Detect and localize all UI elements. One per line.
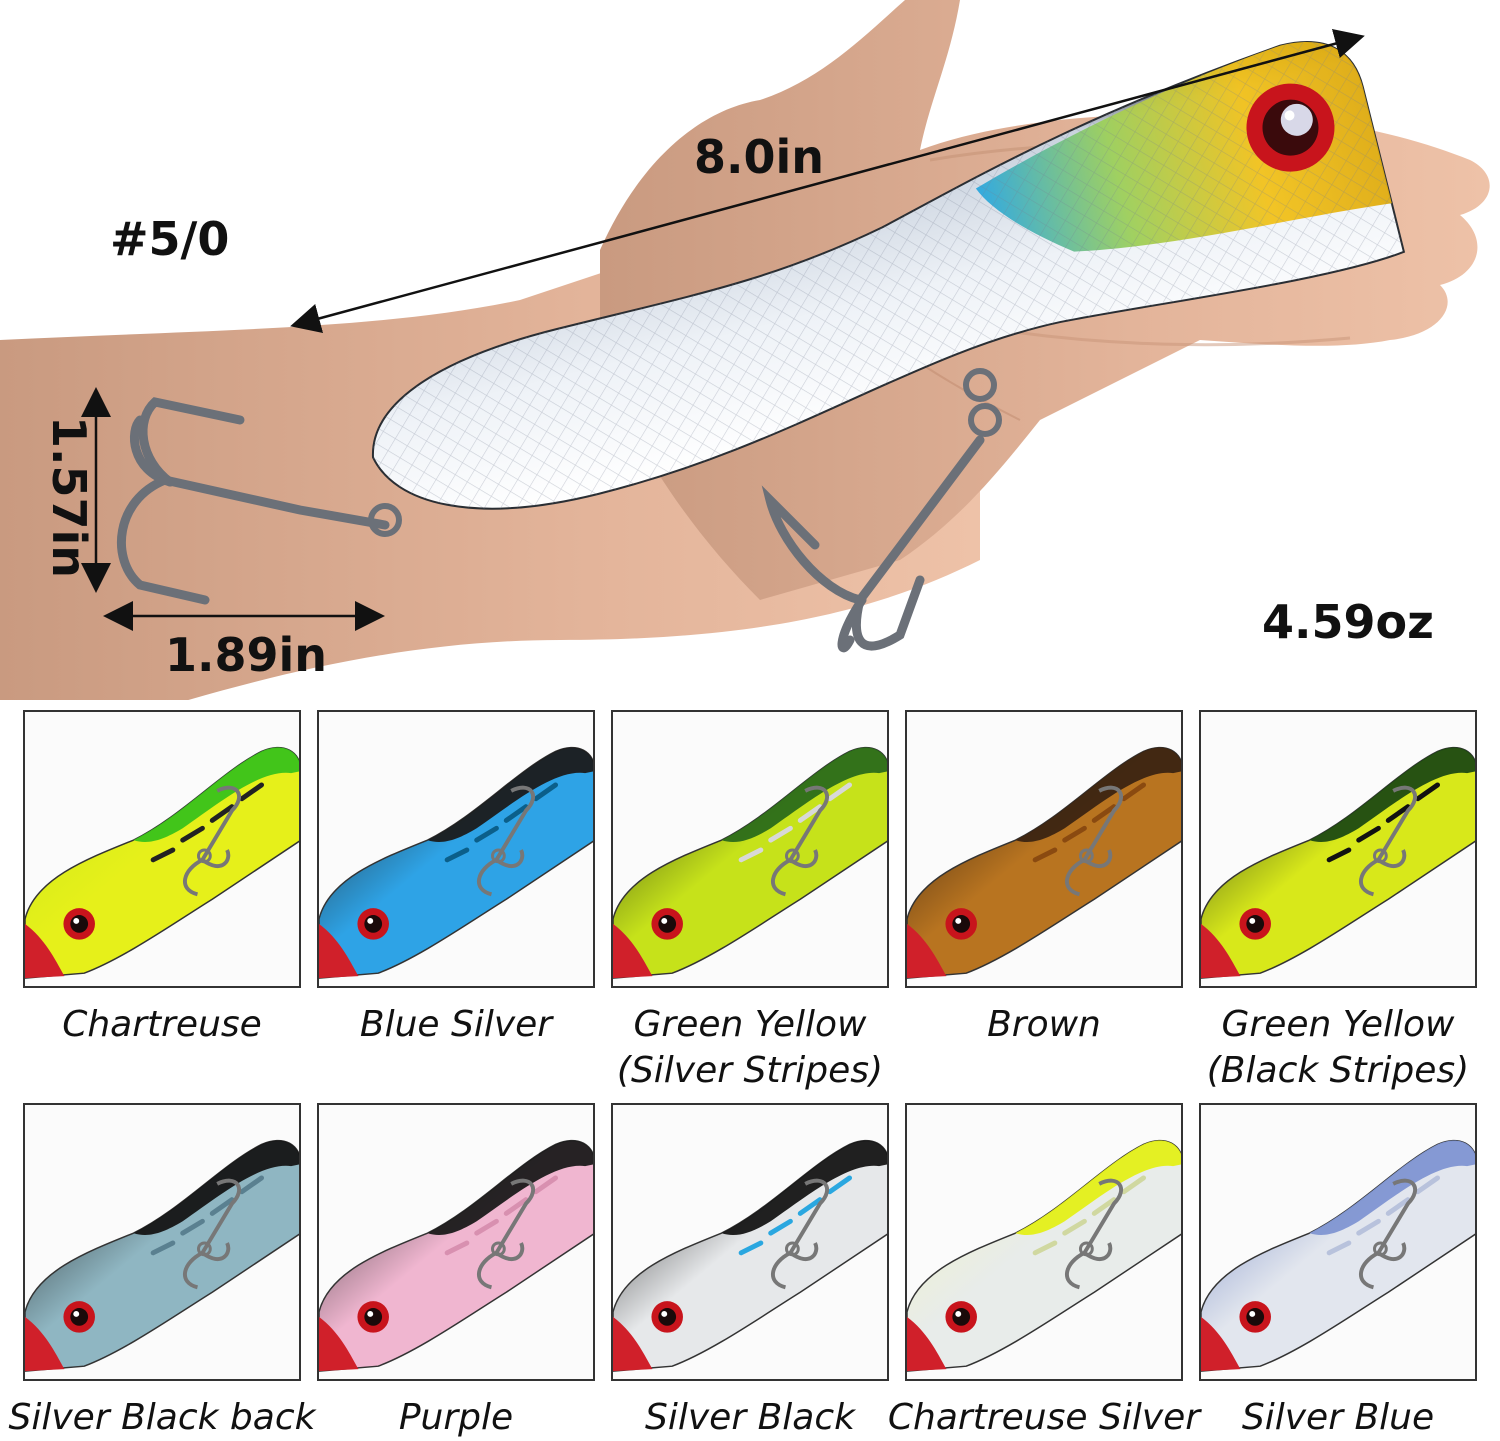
length-arrow <box>290 29 1365 333</box>
width-label: 1.89in <box>165 628 328 682</box>
variant-lure-image <box>319 1105 593 1379</box>
hero-illustration <box>0 0 1490 760</box>
variant-name: (Black Stripes) <box>1206 1050 1470 1091</box>
variant-swatch[interactable] <box>905 1103 1183 1381</box>
variant-lure-image <box>25 712 299 986</box>
variant-caption: Green Yellow (Black Stripes) <box>1179 1002 1497 1094</box>
variant-caption: Silver Blue <box>1179 1395 1497 1441</box>
weight-label: 4.59oz <box>1262 595 1434 649</box>
variant-lure-image <box>319 712 593 986</box>
variant-caption: Green Yellow (Silver Stripes) <box>591 1002 909 1094</box>
variant-name: Green Yellow <box>1221 1004 1455 1045</box>
variant-lure-image <box>25 1105 299 1379</box>
variant-caption: Silver Black <box>591 1395 909 1441</box>
variant-name: Blue Silver <box>359 1004 553 1045</box>
height-label: 1.57in <box>42 415 97 579</box>
variant-swatch[interactable] <box>23 1103 301 1381</box>
variant-lure-image <box>1201 712 1475 986</box>
variant-caption: Silver Black back <box>3 1395 321 1441</box>
variant-caption: Chartreuse <box>3 1002 321 1048</box>
variant-name: Brown <box>987 1004 1101 1045</box>
variant-name: Chartreuse Silver <box>887 1397 1201 1438</box>
hook-size-label: #5/0 <box>110 212 230 266</box>
variant-caption: Brown <box>885 1002 1203 1048</box>
variant-swatch[interactable] <box>23 710 301 988</box>
variant-name: Silver Blue <box>1241 1397 1435 1438</box>
variant-swatch[interactable] <box>611 710 889 988</box>
variant-lure-image <box>613 1105 887 1379</box>
variant-swatch[interactable] <box>317 1103 595 1381</box>
variant-swatch[interactable] <box>905 710 1183 988</box>
variant-swatch[interactable] <box>1199 710 1477 988</box>
variant-name: (Silver Stripes) <box>616 1050 884 1091</box>
variant-lure-image <box>907 712 1181 986</box>
variant-swatch[interactable] <box>611 1103 889 1381</box>
variant-name: Silver Black <box>645 1397 855 1438</box>
variant-swatch[interactable] <box>317 710 595 988</box>
color-variants-grid: Chartreuse Blue Silver Green Yellow (Silver… <box>0 700 1500 1441</box>
variant-name: Purple <box>398 1397 514 1438</box>
variant-lure-image <box>1201 1105 1475 1379</box>
variant-name: Green Yellow <box>633 1004 867 1045</box>
variant-caption: Blue Silver <box>297 1002 615 1048</box>
variant-lure-image <box>613 712 887 986</box>
variant-name: Silver Black back <box>8 1397 316 1438</box>
variant-caption: Chartreuse Silver <box>885 1395 1203 1441</box>
variant-lure-image <box>907 1105 1181 1379</box>
tail-hook <box>116 397 402 605</box>
hero-section: 8.0in #5/0 1.57in 1.89in 4.59oz <box>0 0 1500 760</box>
length-label: 8.0in <box>694 130 825 184</box>
variant-caption: Purple <box>297 1395 615 1441</box>
variant-swatch[interactable] <box>1199 1103 1477 1381</box>
variant-name: Chartreuse <box>62 1004 262 1045</box>
belly-hook <box>761 368 1002 653</box>
